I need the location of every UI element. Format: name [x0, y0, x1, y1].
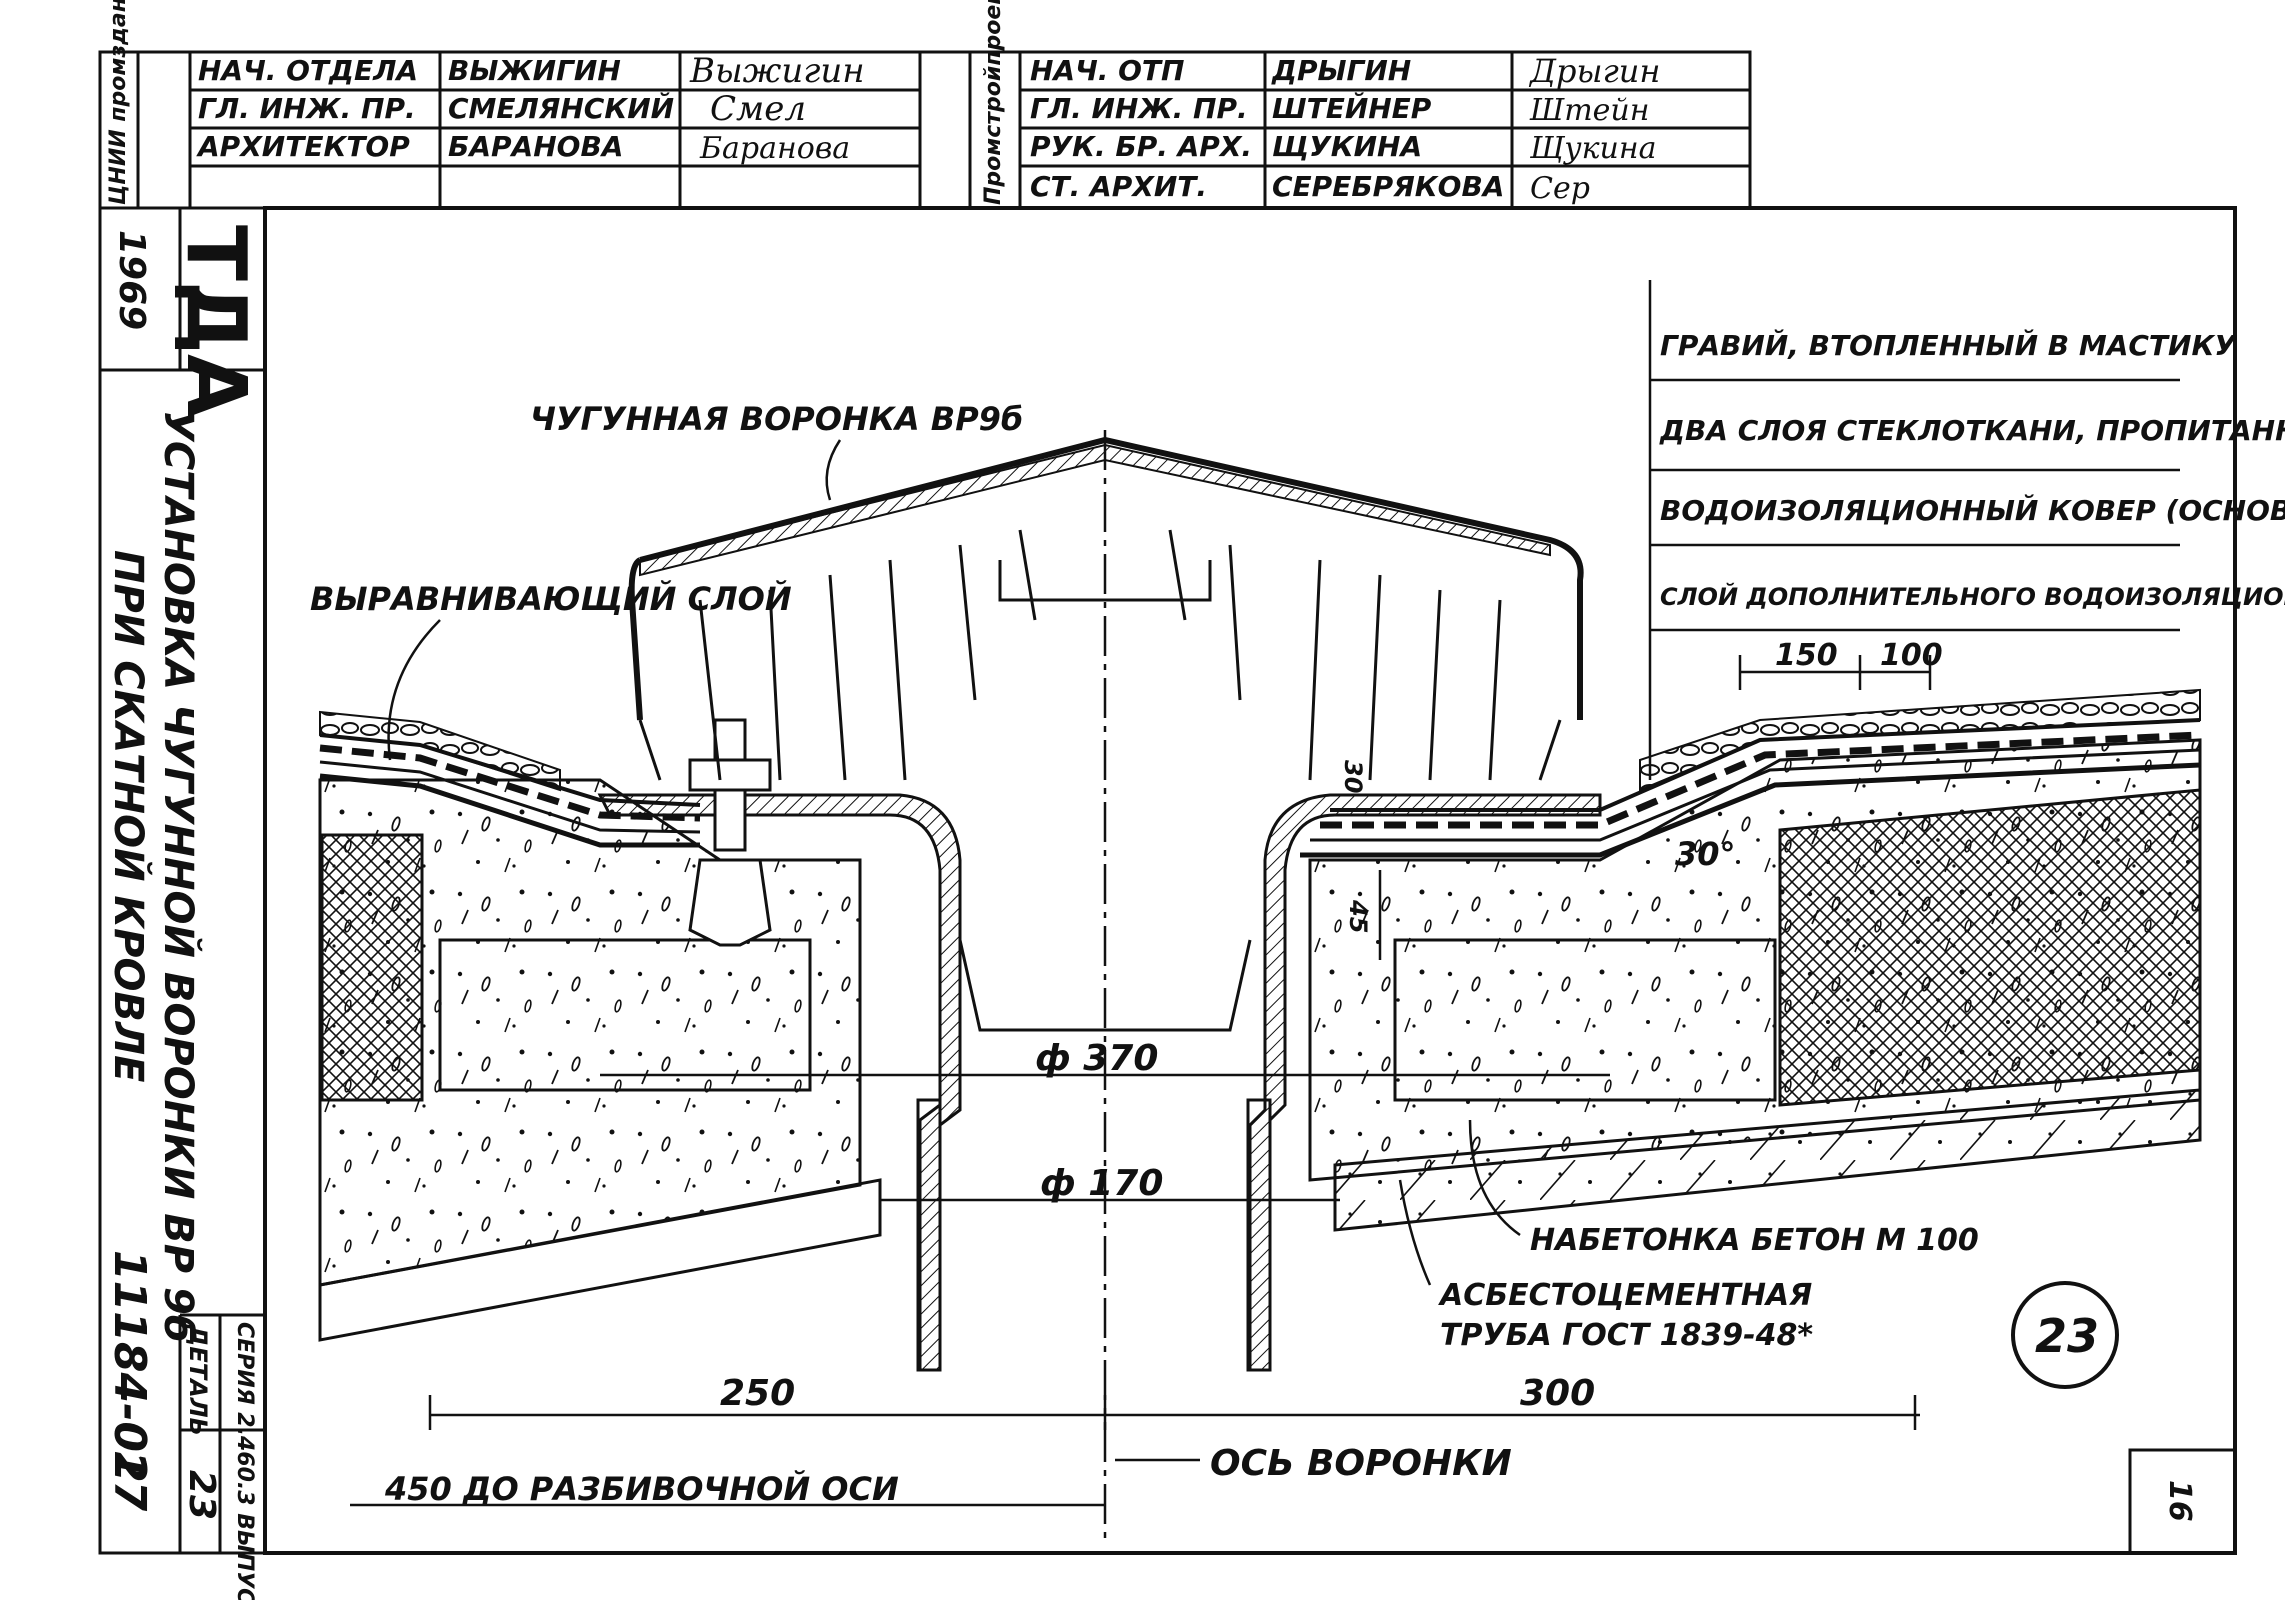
corner-box: [2128, 1448, 2237, 1555]
dim-45: 45: [1344, 899, 1372, 933]
title-right-role-4: СТ. АРХИТ.: [1030, 170, 1207, 203]
side-logo: ТДА: [168, 225, 263, 418]
detail-circle-number: 23: [2035, 1309, 2099, 1363]
dim-250: 250: [720, 1373, 795, 1414]
side-title-line2: ПРИ СКАТНОЙ КРОВЛЕ: [105, 550, 153, 1082]
label-concrete-fill: НАБЕТОНКА БЕТОН М 100: [1530, 1223, 1979, 1258]
dim-300: 300: [1520, 1373, 1595, 1414]
title-right-name-1: ДРЫГИН: [1271, 54, 1411, 87]
side-year: 1969: [111, 230, 152, 330]
dimension-lines: [350, 280, 2180, 1507]
title-left-org: ЦНИИ промзданий: [106, 0, 131, 205]
label-to-axis: 450 ДО РАЗБИВОЧНОЙ ОСИ: [384, 1470, 899, 1508]
gravel-left: [319, 710, 561, 792]
left-insulation: [320, 833, 424, 1102]
title-right-role-1: НАЧ. ОТП: [1030, 54, 1184, 87]
right-insulation: [1778, 788, 2202, 1107]
title-left-role-3: АРХИТЕКТОР: [196, 130, 410, 163]
title-right-sign-1: Дрыгин: [1528, 52, 1660, 90]
title-right-sign-4: Сер: [1530, 171, 1590, 206]
label-pipe-line2: ТРУБА ГОСТ 1839-48*: [1440, 1318, 1813, 1353]
title-left-name-1: ВЫЖИГИН: [448, 54, 621, 87]
funnel-grate: [638, 529, 1562, 781]
funnel-cap-left: [628, 557, 643, 721]
left-concrete-block: [438, 938, 812, 1092]
title-left-role-1: НАЧ. ОТДЕЛА: [198, 54, 418, 87]
dim-100: 100: [1880, 638, 1943, 673]
dim-d370: ф 370: [1035, 1038, 1158, 1079]
label-funnel: ЧУГУННАЯ ВОРОНКА ВР9б: [530, 400, 1023, 438]
right-concrete-block: [1393, 938, 1777, 1102]
side-series: СЕРИЯ 2.460.3 ВЫПУСК 1: [232, 1322, 257, 1600]
title-left-sign-1: Выжигин: [689, 51, 865, 91]
side-sheet-number: 17: [104, 1450, 155, 1512]
gravel-right: [1639, 688, 2201, 792]
left-screed: [318, 1178, 882, 1342]
funnel-cap: [639, 436, 1584, 720]
roof-section: [318, 430, 2202, 1545]
label-layer-2: ДВА СЛОЯ СТЕКЛОТКАНИ, ПРОПИТАННОЙ МАСТИК…: [1659, 413, 2285, 447]
title-left-name-3: БАРАНОВА: [448, 130, 623, 163]
title-left-sign-2: Смел: [710, 89, 806, 129]
title-right-org: Промстройпроект: [981, 0, 1006, 205]
title-right-sign-3: Щукина: [1529, 131, 1657, 166]
title-right-name-2: ШТЕЙНЕР: [1272, 91, 1432, 125]
funnel-throat: [958, 939, 1252, 1032]
detail-circle: [2011, 1281, 2119, 1389]
title-left-name-2: СМЕЛЯНСКИЙ: [448, 91, 674, 125]
title-right-role-2: ГЛ. ИНЖ. ПР.: [1030, 92, 1248, 125]
title-right-rows: НАЧ. ОТП ДРЫГИН Дрыгин ГЛ. ИНЖ. ПР. ШТЕЙ…: [1030, 52, 1660, 206]
title-left-role-2: ГЛ. ИНЖ. ПР.: [198, 92, 416, 125]
side-detail-value: 23: [181, 1470, 222, 1520]
label-layer-3: ВОДОИЗОЛЯЦИОННЫЙ КОВЕР (ОСНОВНОЙ): [1660, 493, 2285, 527]
label-leveling-layer: ВЫРАВНИВАЮЩИЙ СЛОЙ: [310, 580, 792, 618]
dim-30: 30: [1339, 760, 1367, 793]
label-funnel-axis: ОСЬ ВОРОНКИ: [1210, 1443, 1512, 1484]
title-left-rows: НАЧ. ОТДЕЛА ВЫЖИГИН Выжигин ГЛ. ИНЖ. ПР.…: [196, 51, 865, 166]
dim-angle: 30°: [1675, 835, 1736, 873]
leader-lines: [387, 439, 1521, 1462]
title-right-role-3: РУК. БР. АРХ.: [1030, 130, 1252, 163]
label-pipe-line1: АСБЕСТОЦЕМЕНТНАЯ: [1438, 1278, 1812, 1313]
label-layer-4: СЛОЙ ДОПОЛНИТЕЛЬНОГО ВОДОИЗОЛЯЦИОННОГО К…: [1660, 582, 2285, 611]
label-layer-1: ГРАВИЙ, ВТОПЛЕННЫЙ В МАСТИКУ: [1660, 328, 2237, 362]
drain-pipe-left-wall: [916, 1098, 942, 1372]
drain-pipe-right-wall: [1246, 1098, 1272, 1372]
title-right-sign-2: Штейн: [1529, 93, 1650, 128]
title-right-name-3: ЩУКИНА: [1272, 130, 1422, 163]
side-title-line1: УСТАНОВКА ЧУГУННОЙ ВОРОНКИ ВР 9б: [155, 410, 203, 1343]
dim-d170: ф 170: [1040, 1163, 1163, 1204]
right-screed: [1333, 1088, 2202, 1232]
title-right-name-4: СЕРЕБРЯКОВА: [1272, 170, 1504, 203]
title-left-sign-3: Баранова: [699, 131, 850, 166]
anchor-bolt: [688, 718, 772, 947]
page-corner-number: 16: [2162, 1480, 2197, 1522]
drawing-frame: [263, 206, 2237, 1555]
side-doc-number: 11184-02: [104, 1250, 155, 1483]
dim-150: 150: [1775, 638, 1838, 673]
side-detail-label: ДЕТАЛЬ: [184, 1324, 212, 1436]
